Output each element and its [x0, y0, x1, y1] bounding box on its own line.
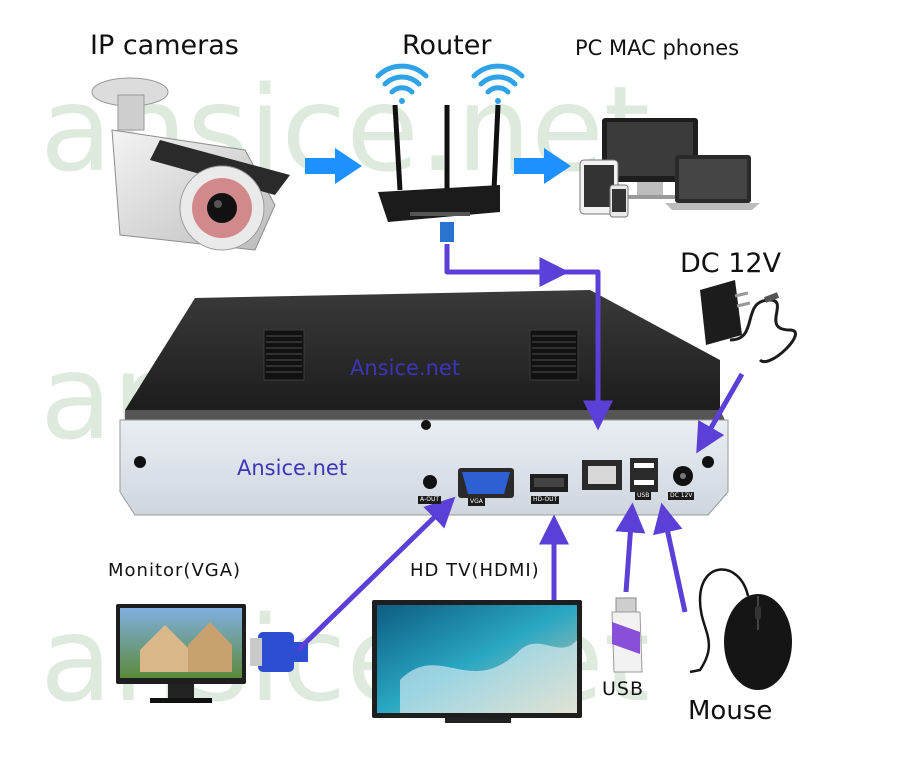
ip-camera-icon [91, 77, 290, 251]
pc-mac-phones-label: PC MAC phones [575, 36, 740, 60]
devices-icon [579, 118, 760, 218]
hd-out-port-label: HD-OUT [531, 496, 560, 504]
power-adapter-icon [700, 280, 798, 364]
usb-stick-icon [611, 597, 643, 673]
wifi-icon [375, 63, 429, 104]
nvr-device [119, 290, 729, 516]
brand-text-top: Ansice.net [350, 356, 461, 380]
ip-cameras-label: IP cameras [90, 30, 239, 61]
brand-text-front: Ansice.net [237, 456, 348, 480]
vga-port [458, 468, 514, 498]
dc-port-label: DC 12V [668, 492, 695, 500]
monitor-icon [116, 604, 246, 703]
flow-arrow-router-devices [514, 148, 571, 184]
mouse-icon [689, 568, 792, 690]
vga-port-label: VGA [468, 498, 485, 506]
dc-port [673, 466, 693, 486]
usb-ports [630, 458, 658, 492]
lan-port [582, 460, 622, 490]
hd-tv-label: HD TV(HDMI) [410, 560, 540, 581]
usb-label: USB [602, 678, 645, 700]
a-out-port [423, 475, 437, 489]
flow-arrow-camera-router [305, 148, 362, 184]
router-icon [378, 104, 501, 242]
arrow-usb-to-port [615, 502, 646, 593]
router-label: Router [402, 30, 492, 61]
arrow-monitor-to-vga [296, 496, 456, 652]
hdmi-port [530, 474, 568, 492]
tv-icon [372, 600, 582, 723]
arrow-router-to-lan [444, 244, 613, 431]
usb-port-label: USB [635, 492, 652, 500]
wifi-icon [471, 63, 525, 104]
a-out-port-label: A-OUT [418, 496, 442, 504]
arrow-dc-to-port [696, 372, 745, 454]
monitor-label: Monitor(VGA) [108, 560, 242, 581]
mouse-label: Mouse [688, 696, 773, 726]
connector-arrows [296, 244, 745, 652]
dc-power-label: DC 12V [680, 248, 782, 279]
arrow-mouse-to-port [653, 502, 688, 613]
